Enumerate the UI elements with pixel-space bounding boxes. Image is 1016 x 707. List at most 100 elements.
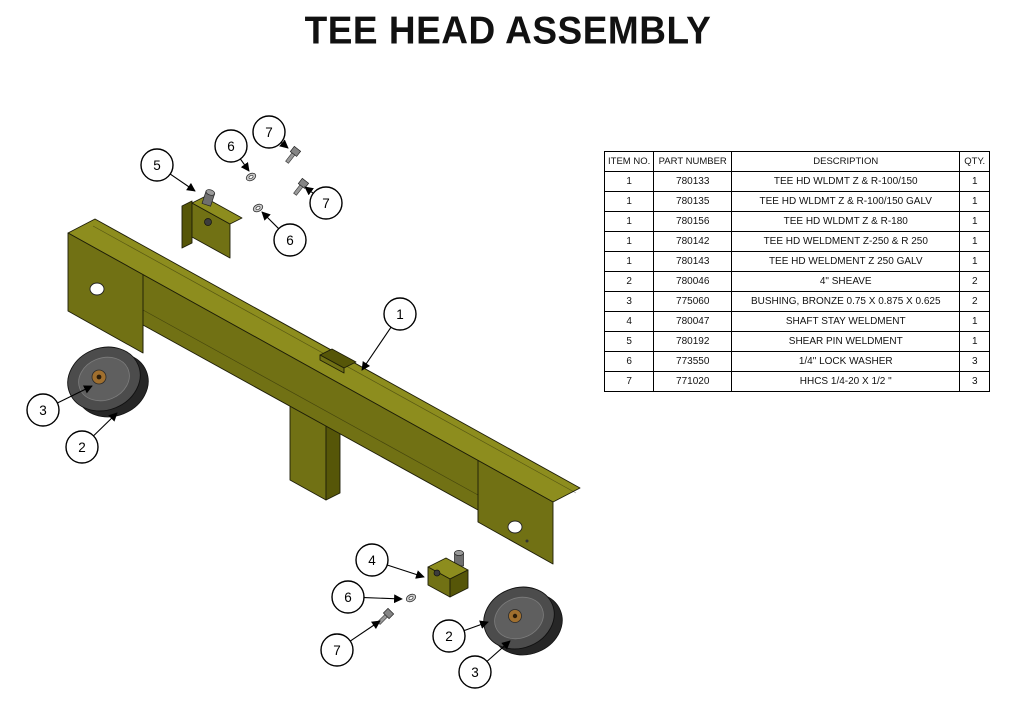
hhcs-bolt-bottom	[377, 607, 395, 625]
bushing-left-bore	[96, 374, 102, 380]
table-cell: 1	[603, 231, 655, 252]
callout-label: 1	[396, 307, 404, 322]
table-cell: 3	[959, 351, 991, 372]
hhcs-bolt-top-1	[285, 145, 302, 164]
table-cell: 773550	[653, 351, 733, 372]
callout-balloon	[273, 223, 307, 257]
callout-balloon	[214, 129, 248, 163]
table-cell: SHEAR PIN WELDMENT	[731, 331, 961, 352]
table-cell: 1	[603, 251, 655, 272]
callout-balloon	[320, 633, 354, 667]
table-cell: 1	[603, 211, 655, 232]
table-cell: BUSHING, BRONZE 0.75 X 0.875 X 0.625	[731, 291, 961, 312]
callout-balloon	[432, 619, 466, 653]
callout-balloon	[140, 148, 174, 182]
callout-6: 6	[214, 129, 250, 172]
table-cell: TEE HD WLDMT Z & R-180	[731, 211, 961, 232]
table-cell: 1	[959, 251, 991, 272]
right-plate-pin-hole	[525, 539, 529, 543]
callout-label: 7	[265, 125, 273, 140]
callout-label: 3	[471, 665, 479, 680]
leader-line	[261, 211, 280, 230]
table-cell: SHAFT STAY WELDMENT	[731, 311, 961, 332]
callout-2: 2	[432, 619, 489, 653]
callout-balloon	[458, 655, 492, 689]
callout-balloon	[252, 115, 286, 149]
leader-line	[93, 412, 118, 437]
table-cell: 1	[959, 171, 991, 192]
table-cell: 780143	[653, 251, 733, 272]
callout-balloon	[65, 430, 99, 464]
callout-balloon	[26, 393, 60, 427]
table-cell: 780142	[653, 231, 733, 252]
table-cell: 1	[959, 231, 991, 252]
shaft-stay-weldment	[427, 550, 469, 598]
callout-3: 3	[458, 640, 511, 689]
table-cell: 1	[959, 311, 991, 332]
shaft-stay-bolt-head	[433, 569, 441, 577]
leader-line	[486, 640, 511, 662]
table-cell: 1/4" LOCK WASHER	[731, 351, 961, 372]
table-cell: 7	[603, 371, 655, 392]
column-header: PART NUMBER	[653, 151, 733, 172]
callout-label: 4	[368, 553, 376, 568]
callout-balloon	[331, 580, 365, 614]
table-cell: 775060	[653, 291, 733, 312]
left-plate-hole	[89, 282, 105, 296]
hhcs-bolt-top-2	[293, 177, 310, 196]
callout-7: 7	[320, 620, 381, 667]
leader-line	[363, 594, 403, 604]
shear-bracket-flange	[181, 200, 193, 249]
callouts-layer: 5 6 7 7 6 1 3 2 4 6 7 2 3	[26, 115, 511, 689]
beam-seam	[142, 309, 479, 496]
shear-bolt-head	[204, 218, 212, 226]
table-cell: 1	[959, 211, 991, 232]
right-plate-hole	[507, 520, 523, 534]
shear-pin-weldment	[181, 189, 243, 259]
table-cell: 1	[603, 191, 655, 212]
table-cell: 5	[603, 331, 655, 352]
shear-pin	[201, 189, 216, 207]
callout-6: 6	[261, 211, 307, 257]
callout-5: 5	[140, 148, 196, 192]
callout-balloon	[355, 543, 389, 577]
callout-label: 6	[286, 233, 294, 248]
callout-2: 2	[65, 412, 118, 464]
leader-line	[361, 326, 392, 371]
table-cell: 780135	[653, 191, 733, 212]
table-cell: 780133	[653, 171, 733, 192]
callout-label: 2	[445, 629, 453, 644]
table-cell: TEE HD WELDMENT Z-250 & R 250	[731, 231, 961, 252]
sheave-left	[67, 346, 149, 418]
table-cell: TEE HD WELDMENT Z 250 GALV	[731, 251, 961, 272]
table-cell: 2	[959, 291, 991, 312]
callout-7: 7	[304, 186, 343, 220]
callout-label: 6	[227, 139, 235, 154]
lock-washer-top-1	[245, 172, 257, 182]
callout-label: 5	[153, 158, 161, 173]
callout-label: 3	[39, 403, 47, 418]
leader-line	[169, 173, 196, 192]
callout-3: 3	[26, 385, 93, 427]
beam-top-tab-edge	[319, 354, 345, 374]
callout-6: 6	[331, 580, 403, 614]
callout-label: 7	[322, 196, 330, 211]
leader-line	[349, 620, 381, 642]
leader-line	[239, 158, 250, 172]
lock-washer-bottom	[405, 593, 417, 603]
callout-4: 4	[355, 543, 425, 579]
column-header: QTY.	[959, 151, 991, 172]
leader-line	[279, 139, 289, 149]
table-cell: TEE HD WLDMT Z & R-100/150 GALV	[731, 191, 961, 212]
table-cell: 3	[603, 291, 655, 312]
